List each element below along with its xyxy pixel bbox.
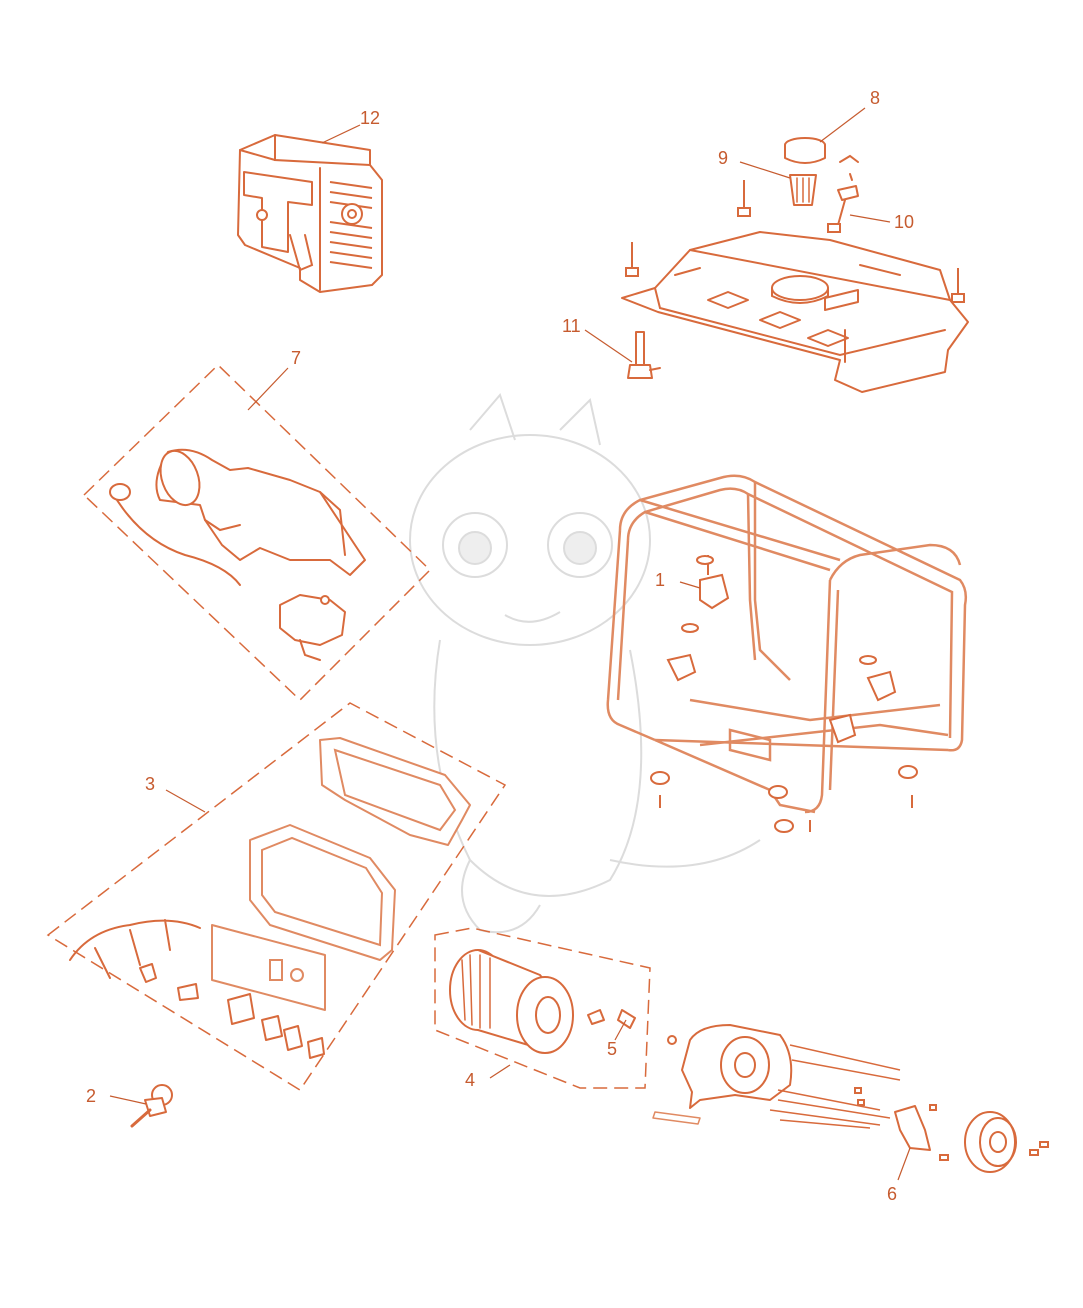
control-panel-drawing <box>46 702 507 1092</box>
fuel-filter-drawing <box>789 174 817 206</box>
frame-drawing <box>606 474 968 814</box>
fuel-tank-bolts <box>625 180 965 303</box>
fuel-tank-drawing <box>621 231 969 393</box>
watermark-mascot <box>409 393 761 934</box>
callout-4: 4 <box>465 1070 475 1090</box>
fuel-cap-drawing <box>784 137 859 164</box>
muffler-cover-drawing <box>237 134 383 293</box>
ignition-key-drawing <box>130 1084 173 1128</box>
leader-lines <box>109 107 911 1181</box>
alternator-drawing <box>434 927 677 1089</box>
callout-9: 9 <box>718 148 728 168</box>
callout-11: 11 <box>562 316 581 336</box>
callout-labels: 1 2 3 4 5 6 7 8 9 10 11 12 <box>86 88 914 1204</box>
fuel-gauge-drawing <box>827 173 859 233</box>
callout-5: 5 <box>607 1039 617 1059</box>
frame-mount-drawing <box>650 555 918 833</box>
callout-6: 6 <box>887 1184 897 1204</box>
callout-7: 7 <box>291 348 301 368</box>
starter-assembly-drawing <box>82 363 432 702</box>
callout-3: 3 <box>145 774 155 794</box>
callout-2: 2 <box>86 1086 96 1106</box>
callout-1: 1 <box>655 570 665 590</box>
callout-8: 8 <box>870 88 880 108</box>
callout-10: 10 <box>894 212 914 232</box>
callout-12: 12 <box>360 108 380 128</box>
fuel-valve-drawing <box>627 331 661 379</box>
end-shield-drawing <box>652 1024 1049 1173</box>
